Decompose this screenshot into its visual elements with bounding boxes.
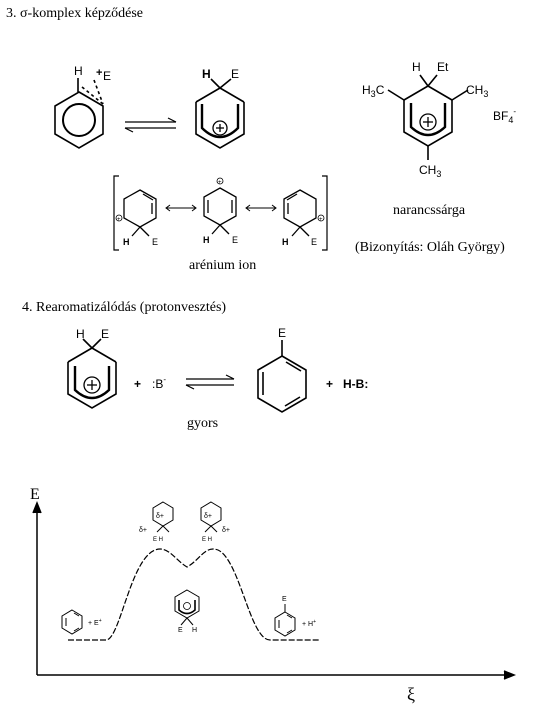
resonance-structure-3 — [283, 189, 325, 237]
svg-text:+: + — [96, 67, 102, 79]
svg-text::B-: :B- — [152, 375, 166, 391]
resonance-arrow-1 — [165, 204, 197, 212]
equilibrium-arrow-2 — [185, 374, 235, 390]
reactant-benzene-small — [61, 609, 83, 635]
svg-text:E: E — [231, 67, 239, 81]
svg-text:+ H+: + H+ — [302, 619, 316, 628]
resonance-brackets — [113, 175, 328, 251]
svg-text:Et: Et — [437, 60, 449, 74]
svg-text:H: H — [74, 64, 83, 78]
substituted-benzene-product — [257, 340, 307, 413]
energy-diagram-axes — [32, 500, 517, 680]
reaction-speed-label: gyors — [187, 416, 219, 431]
energy-axis-label: E — [30, 486, 40, 503]
svg-text:δ+: δ+ — [204, 513, 212, 520]
product-benzene-small — [274, 604, 296, 637]
svg-text:E: E — [282, 596, 287, 603]
sigma-complex-structure — [195, 78, 245, 149]
pi-complex-structure — [54, 78, 104, 149]
svg-text:H: H — [76, 327, 85, 341]
intermediate-sigma-complex-small — [174, 589, 200, 626]
svg-text:δ+: δ+ — [139, 527, 147, 534]
svg-text:E: E — [311, 237, 317, 247]
svg-text:δ+: δ+ — [156, 513, 164, 520]
svg-text:+: + — [326, 377, 333, 391]
mesitylene-sigma-complex — [387, 74, 469, 160]
svg-text:H: H — [192, 627, 197, 634]
svg-text:E: E — [178, 627, 183, 634]
svg-text:H-B:: H-B: — [343, 377, 368, 391]
proof-attribution: (Bizonyítás: Oláh György) — [355, 240, 505, 255]
svg-text:E: E — [278, 326, 286, 340]
equilibrium-arrow-1 — [124, 117, 177, 133]
svg-text:E: E — [101, 327, 109, 341]
resonance-structure-2 — [203, 177, 237, 235]
svg-text:E: E — [103, 69, 111, 83]
svg-text:CH3: CH3 — [466, 83, 488, 99]
svg-text:δ+: δ+ — [222, 527, 230, 534]
energy-profile-curve — [68, 548, 320, 641]
svg-text:+: + — [117, 217, 121, 223]
svg-text:E H: E H — [153, 537, 163, 543]
resonance-structure-1 — [115, 189, 157, 237]
sigma-complex-reactant — [67, 338, 117, 409]
svg-text:E H: E H — [202, 537, 212, 543]
svg-text:H: H — [282, 237, 289, 247]
svg-text:+: + — [218, 180, 222, 186]
resonance-arrow-2 — [245, 204, 277, 212]
svg-text:+: + — [134, 377, 141, 391]
transition-state-2 — [200, 501, 222, 533]
svg-text:E: E — [232, 235, 238, 245]
section-4-title: 4. Rearomatizálódás (protonvesztés) — [22, 300, 227, 315]
section-3-title: 3. σ-komplex képződése — [6, 6, 144, 21]
transition-state-1 — [152, 501, 174, 533]
svg-text:CH3: CH3 — [419, 163, 441, 179]
svg-text:+: + — [319, 217, 323, 223]
svg-text:H3C: H3C — [362, 83, 385, 99]
arenium-ion-label: arénium ion — [189, 258, 257, 273]
svg-text:H: H — [203, 235, 210, 245]
svg-text:BF4-: BF4- — [493, 107, 516, 125]
reaction-coordinate-label: ξ — [407, 684, 416, 704]
mesitylene-color-label: narancssárga — [393, 203, 466, 218]
svg-text:+ E+: + E+ — [88, 618, 102, 627]
svg-text:H: H — [412, 60, 421, 74]
svg-text:H: H — [123, 237, 130, 247]
svg-text:E: E — [152, 237, 158, 247]
svg-text:H: H — [202, 67, 211, 81]
